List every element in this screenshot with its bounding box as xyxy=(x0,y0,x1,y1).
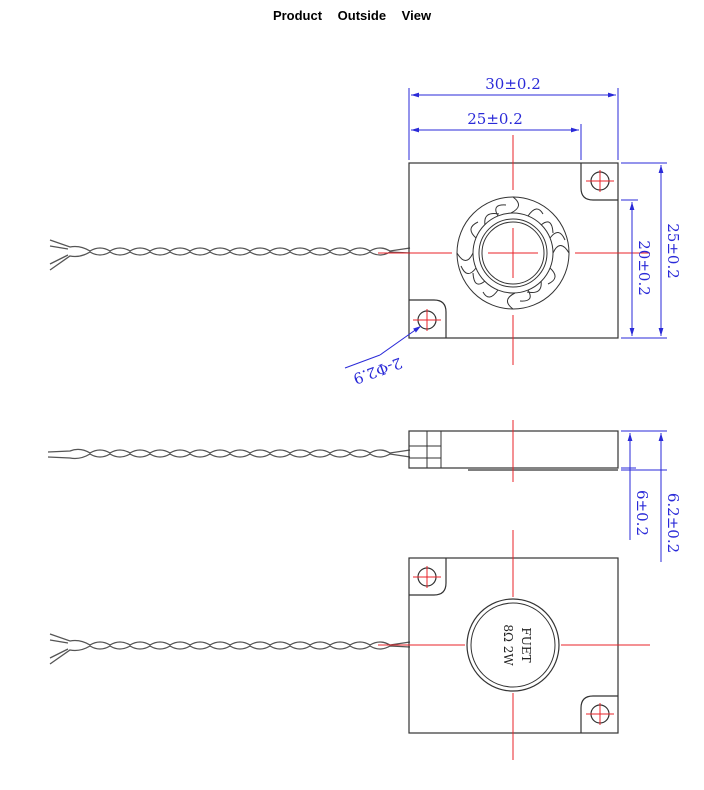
impeller xyxy=(456,196,570,310)
corner-tab-bottom-right xyxy=(580,695,618,733)
dim-overall-width: 30±0.2 xyxy=(485,75,541,93)
label-inner-ring xyxy=(470,602,556,688)
corner-tab-top-right xyxy=(580,163,618,201)
corner-tab-bottom-top-left xyxy=(409,558,447,596)
dim-overall-height: 25±0.2 xyxy=(664,223,682,279)
dim-thickness-outer: 6.2±0.2 xyxy=(664,493,682,553)
bottom-wire xyxy=(49,633,411,665)
dim-hole-spacing: 25±0.2 xyxy=(467,110,523,128)
corner-tab-bottom-left xyxy=(409,299,447,338)
side-connector xyxy=(409,431,442,468)
top-centerlines xyxy=(378,135,650,365)
page-title: Product Outside View xyxy=(272,8,432,23)
side-view: 6.2±0.2 6±0.2 xyxy=(47,420,682,562)
top-wire xyxy=(49,239,411,271)
label-brand: FUET xyxy=(519,627,533,662)
dim-inner-height: 20±0.2 xyxy=(635,240,653,296)
bottom-view: FUET 8Ω 2W xyxy=(49,530,650,760)
side-dimensions xyxy=(621,430,667,562)
top-dimensions xyxy=(344,88,667,369)
dim-hole-diameter: 2-Φ2.9 xyxy=(351,354,405,388)
top-view: 30±0.2 25±0.2 25±0.2 20±0.2 2-Φ2.9 xyxy=(49,75,682,388)
bottom-centerlines xyxy=(378,530,650,760)
dim-thickness-inner: 6±0.2 xyxy=(633,490,651,536)
label-rating: 8Ω 2W xyxy=(501,624,515,666)
side-wire xyxy=(47,448,411,460)
label-outer-ring xyxy=(466,598,560,692)
